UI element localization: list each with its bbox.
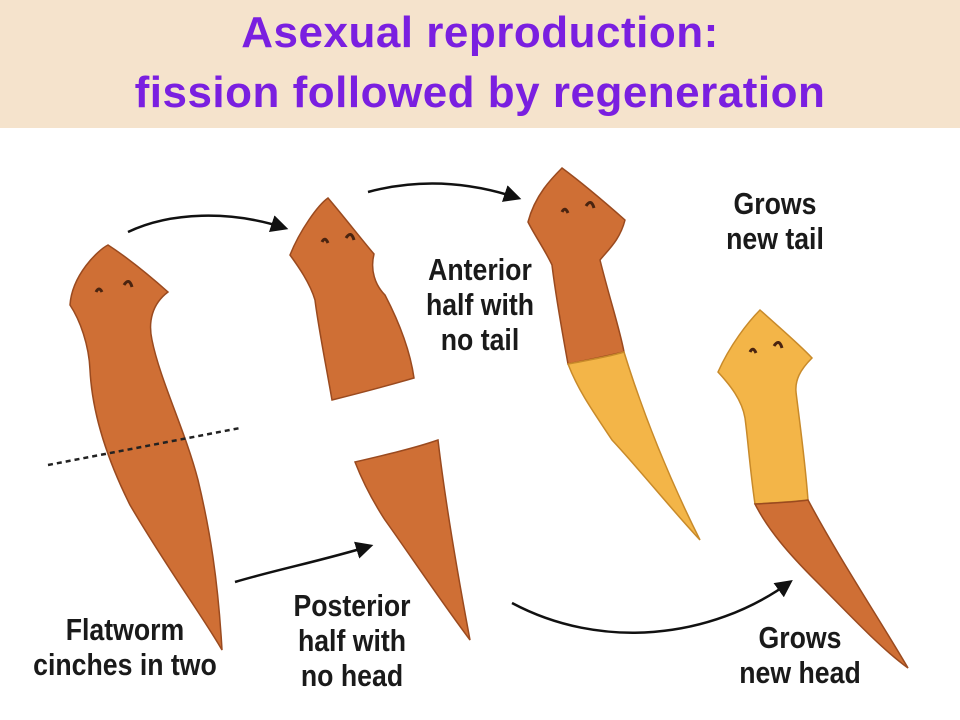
worm-posterior-half-icon xyxy=(353,438,471,641)
worm-anterior-half-icon xyxy=(289,196,415,401)
worm-regrown-head-icon xyxy=(717,308,909,669)
arrow-icon xyxy=(511,579,793,634)
arrow-icon xyxy=(234,541,374,584)
page-title-line-1: Asexual reproduction: xyxy=(241,8,719,57)
arrow-icon xyxy=(127,214,289,234)
arrow-icon xyxy=(367,182,522,202)
worm-regrown-tail-icon xyxy=(527,167,701,541)
cut-line xyxy=(47,426,241,467)
title-band: Asexual reproduction: fission followed b… xyxy=(0,0,960,128)
worm-whole-icon xyxy=(69,244,223,651)
page-title-line-2: fission followed by regeneration xyxy=(134,68,826,117)
fission-diagram xyxy=(47,167,909,669)
